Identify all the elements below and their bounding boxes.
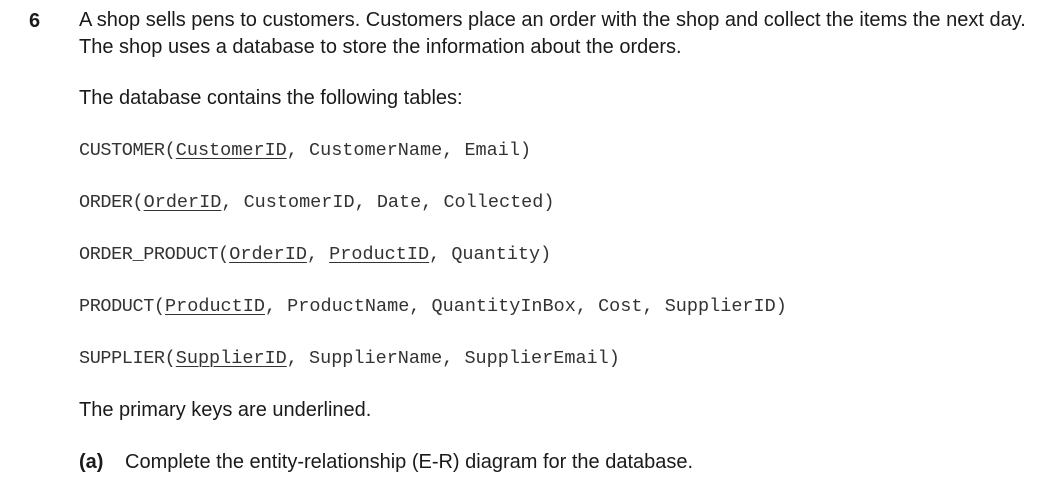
primary-key-field: ProductID: [165, 296, 265, 317]
table-field: Email: [464, 140, 520, 161]
table-field: SupplierEmail: [464, 348, 609, 369]
table-field: CustomerID: [243, 192, 355, 213]
table-name: SUPPLIER: [79, 348, 165, 369]
table-field: SupplierName: [308, 348, 443, 369]
table-definition-product: PRODUCT(ProductID, ProductName, Quantity…: [79, 296, 787, 317]
table-definition-supplier: SUPPLIER(SupplierID, SupplierName, Suppl…: [79, 348, 620, 369]
table-field: CustomerName: [308, 140, 443, 161]
table-field: Date: [376, 192, 422, 213]
primary-key-field: OrderID: [229, 244, 307, 265]
table-definition-customer: CUSTOMER(CustomerID, CustomerName, Email…: [79, 140, 532, 161]
table-field: Quantity: [451, 244, 541, 265]
table-field: QuantityInBox: [431, 296, 576, 317]
table-field: Collected: [443, 192, 544, 213]
primary-key-note: The primary keys are underlined.: [79, 399, 372, 421]
primary-key-field: OrderID: [143, 192, 222, 213]
question-intro: A shop sells pens to customers. Customer…: [79, 9, 1026, 58]
primary-key-field: CustomerID: [175, 140, 287, 161]
part-a: (a) Complete the entity-relationship (E-R…: [79, 449, 693, 475]
table-name: CUSTOMER: [79, 140, 165, 161]
primary-key-field: ProductID: [329, 244, 430, 265]
table-field: ProductName: [287, 296, 410, 317]
table-name: ORDER_PRODUCT: [79, 244, 219, 265]
table-definition-order: ORDER(OrderID, CustomerID, Date, Collect…: [79, 192, 555, 213]
question-number: 6: [29, 10, 41, 32]
part-a-text: Complete the entity-relationship (E-R) d…: [125, 451, 694, 473]
table-name: ORDER: [79, 192, 133, 213]
table-definition-order-product: ORDER_PRODUCT(OrderID, ProductID, Quanti…: [79, 244, 552, 265]
part-a-label: (a): [79, 451, 104, 473]
table-name: PRODUCT: [79, 296, 154, 317]
primary-key-field: SupplierID: [175, 348, 287, 369]
table-field: SupplierID: [664, 296, 776, 317]
tables-lead: The database contains the following tabl…: [79, 87, 463, 109]
table-field: Cost: [598, 296, 643, 317]
